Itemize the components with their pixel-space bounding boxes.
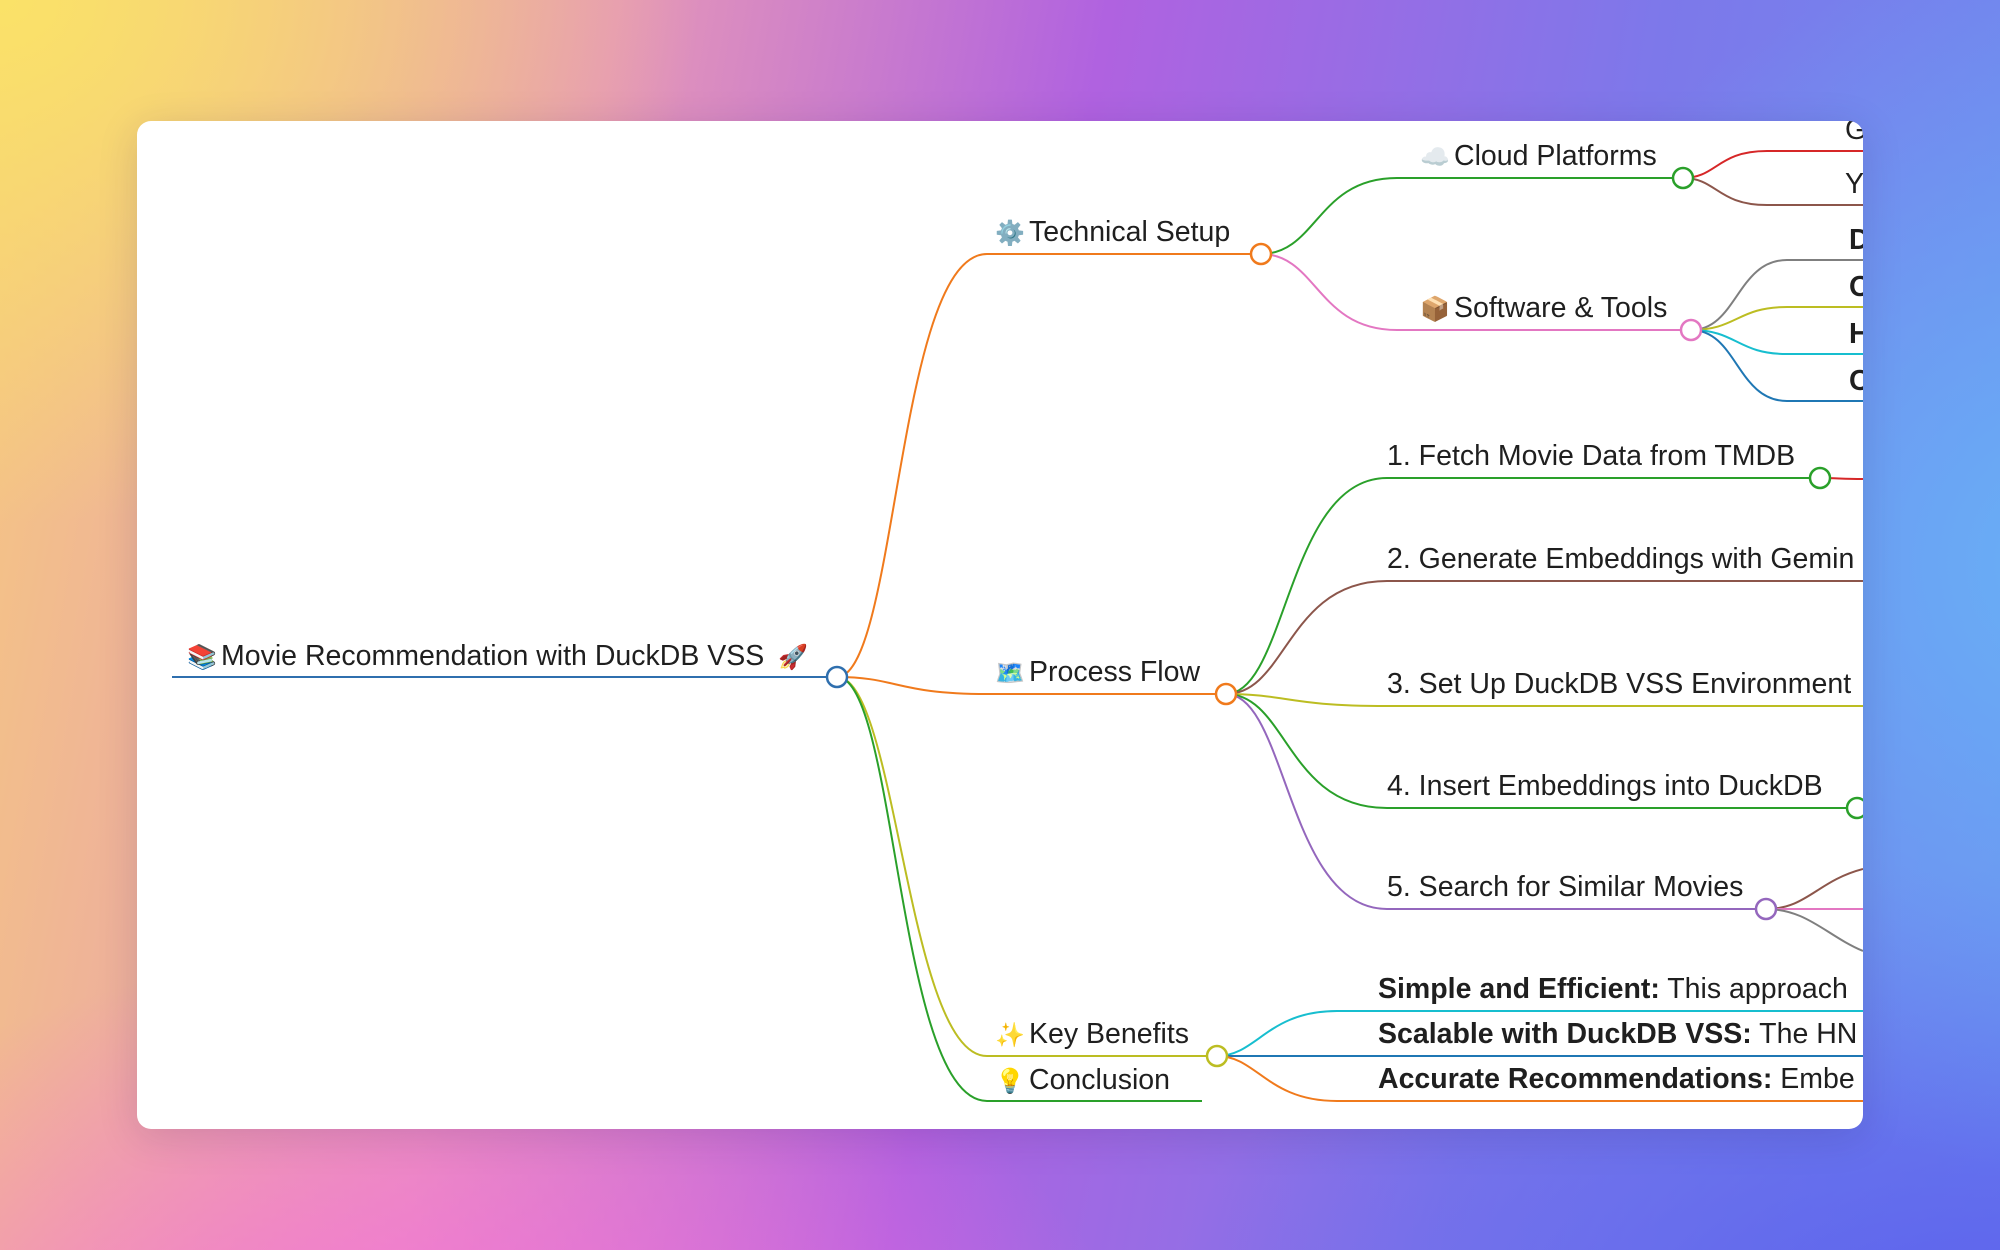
benefit-item-1[interactable]: Simple and Efficient: This approach bbox=[1378, 972, 1848, 1006]
node-cloud-platforms[interactable]: ☁️Cloud Platforms bbox=[1420, 139, 1657, 175]
node-process-flow[interactable]: 🗺️Process Flow bbox=[995, 655, 1200, 691]
lightbulb-icon: 💡 bbox=[995, 1068, 1025, 1095]
conclusion-label: Conclusion bbox=[1029, 1064, 1170, 1096]
benefit-item-2[interactable]: Scalable with DuckDB VSS: The HN bbox=[1378, 1017, 1857, 1051]
root-toggle-circle bbox=[825, 665, 849, 689]
benefit-item-3-text: Embe bbox=[1772, 1063, 1855, 1095]
leaf-software-h[interactable]: H bbox=[1849, 318, 1863, 350]
node-technical-setup[interactable]: ⚙️Technical Setup bbox=[995, 215, 1230, 251]
technical-setup-label: Technical Setup bbox=[1029, 216, 1231, 248]
edge-technical-cloud bbox=[1260, 177, 1683, 255]
root-label: Movie Recommendation with DuckDB VSS bbox=[221, 640, 765, 672]
step4-toggle-circle bbox=[1845, 796, 1863, 820]
software-toggle-circle bbox=[1679, 318, 1703, 342]
cloud-toggle-circle bbox=[1671, 166, 1695, 190]
edge-root-conclusion bbox=[836, 676, 1202, 1102]
benefit-item-2-text: The HN bbox=[1751, 1018, 1858, 1050]
cloud-icon: ☁️ bbox=[1420, 144, 1450, 171]
edge-cloud-g bbox=[1682, 150, 1863, 179]
node-conclusion[interactable]: 💡Conclusion bbox=[995, 1063, 1170, 1099]
edge-root-technical bbox=[836, 253, 1261, 678]
books-icon: 📚 bbox=[187, 644, 217, 671]
node-step-4[interactable]: 4. Insert Embeddings into DuckDB bbox=[1387, 770, 1823, 802]
edge-step5-leaf-a bbox=[1765, 868, 1863, 910]
step5-toggle-circle bbox=[1754, 897, 1778, 921]
benefit-item-2-bold: Scalable with DuckDB VSS: bbox=[1378, 1018, 1752, 1050]
edge-root-process bbox=[836, 676, 1226, 695]
edge-software-h bbox=[1690, 329, 1863, 355]
leaf-cloud-g[interactable]: G bbox=[1845, 121, 1863, 146]
edge-process-step2 bbox=[1225, 580, 1863, 695]
mindmap-edges bbox=[172, 150, 1863, 1102]
key-benefits-label: Key Benefits bbox=[1029, 1018, 1190, 1050]
step1-toggle-circle bbox=[1808, 466, 1832, 490]
edge-process-step4 bbox=[1225, 693, 1857, 809]
edge-step5-leaf-c bbox=[1765, 908, 1863, 952]
software-tools-label: Software & Tools bbox=[1454, 292, 1668, 324]
mindmap-canvas[interactable]: 📚Movie Recommendation with DuckDB VSS 🚀 … bbox=[137, 121, 1863, 1129]
process-toggle-circle bbox=[1214, 682, 1238, 706]
process-flow-label: Process Flow bbox=[1029, 656, 1201, 688]
leaf-software-d[interactable]: D bbox=[1849, 224, 1863, 256]
root-node[interactable]: 📚Movie Recommendation with DuckDB VSS 🚀 bbox=[187, 639, 812, 675]
edge-cloud-y bbox=[1682, 177, 1863, 206]
benefit-item-1-bold: Simple and Efficient: bbox=[1378, 973, 1660, 1005]
benefits-toggle-circle bbox=[1205, 1044, 1229, 1068]
edge-benefits-item3 bbox=[1216, 1055, 1863, 1102]
leaf-software-c[interactable]: C bbox=[1849, 365, 1863, 397]
benefit-item-3[interactable]: Accurate Recommendations: Embe bbox=[1378, 1062, 1855, 1096]
gear-icon: ⚙️ bbox=[995, 220, 1025, 247]
technical-toggle-circle bbox=[1249, 242, 1273, 266]
edge-process-step1 bbox=[1225, 477, 1820, 695]
cloud-platforms-label: Cloud Platforms bbox=[1454, 140, 1657, 172]
edge-software-d bbox=[1690, 259, 1863, 331]
leaf-software-o[interactable]: O bbox=[1849, 271, 1863, 303]
edge-process-step5 bbox=[1225, 693, 1766, 910]
edge-software-c bbox=[1690, 329, 1863, 402]
edge-root-benefits bbox=[836, 676, 1217, 1057]
sparkles-icon: ✨ bbox=[995, 1022, 1025, 1049]
leaf-cloud-y[interactable]: Y bbox=[1845, 168, 1863, 200]
package-icon: 📦 bbox=[1420, 296, 1450, 323]
edge-process-step3 bbox=[1225, 693, 1863, 707]
edge-software-o bbox=[1690, 306, 1863, 331]
node-step-5[interactable]: 5. Search for Similar Movies bbox=[1387, 871, 1744, 903]
edge-technical-software bbox=[1260, 253, 1691, 331]
node-software-tools[interactable]: 📦Software & Tools bbox=[1420, 291, 1667, 327]
edge-benefits-item1 bbox=[1216, 1010, 1863, 1057]
node-key-benefits[interactable]: ✨Key Benefits bbox=[995, 1017, 1189, 1053]
rocket-icon: 🚀 bbox=[778, 644, 809, 671]
benefit-item-1-text: This approach bbox=[1659, 973, 1848, 1005]
node-step-2[interactable]: 2. Generate Embeddings with Gemin bbox=[1387, 543, 1855, 575]
benefit-item-3-bold: Accurate Recommendations: bbox=[1378, 1063, 1773, 1095]
node-step-1[interactable]: 1. Fetch Movie Data from TMDB bbox=[1387, 440, 1796, 472]
map-icon: 🗺️ bbox=[995, 660, 1025, 687]
node-step-3[interactable]: 3. Set Up DuckDB VSS Environment bbox=[1387, 668, 1852, 700]
